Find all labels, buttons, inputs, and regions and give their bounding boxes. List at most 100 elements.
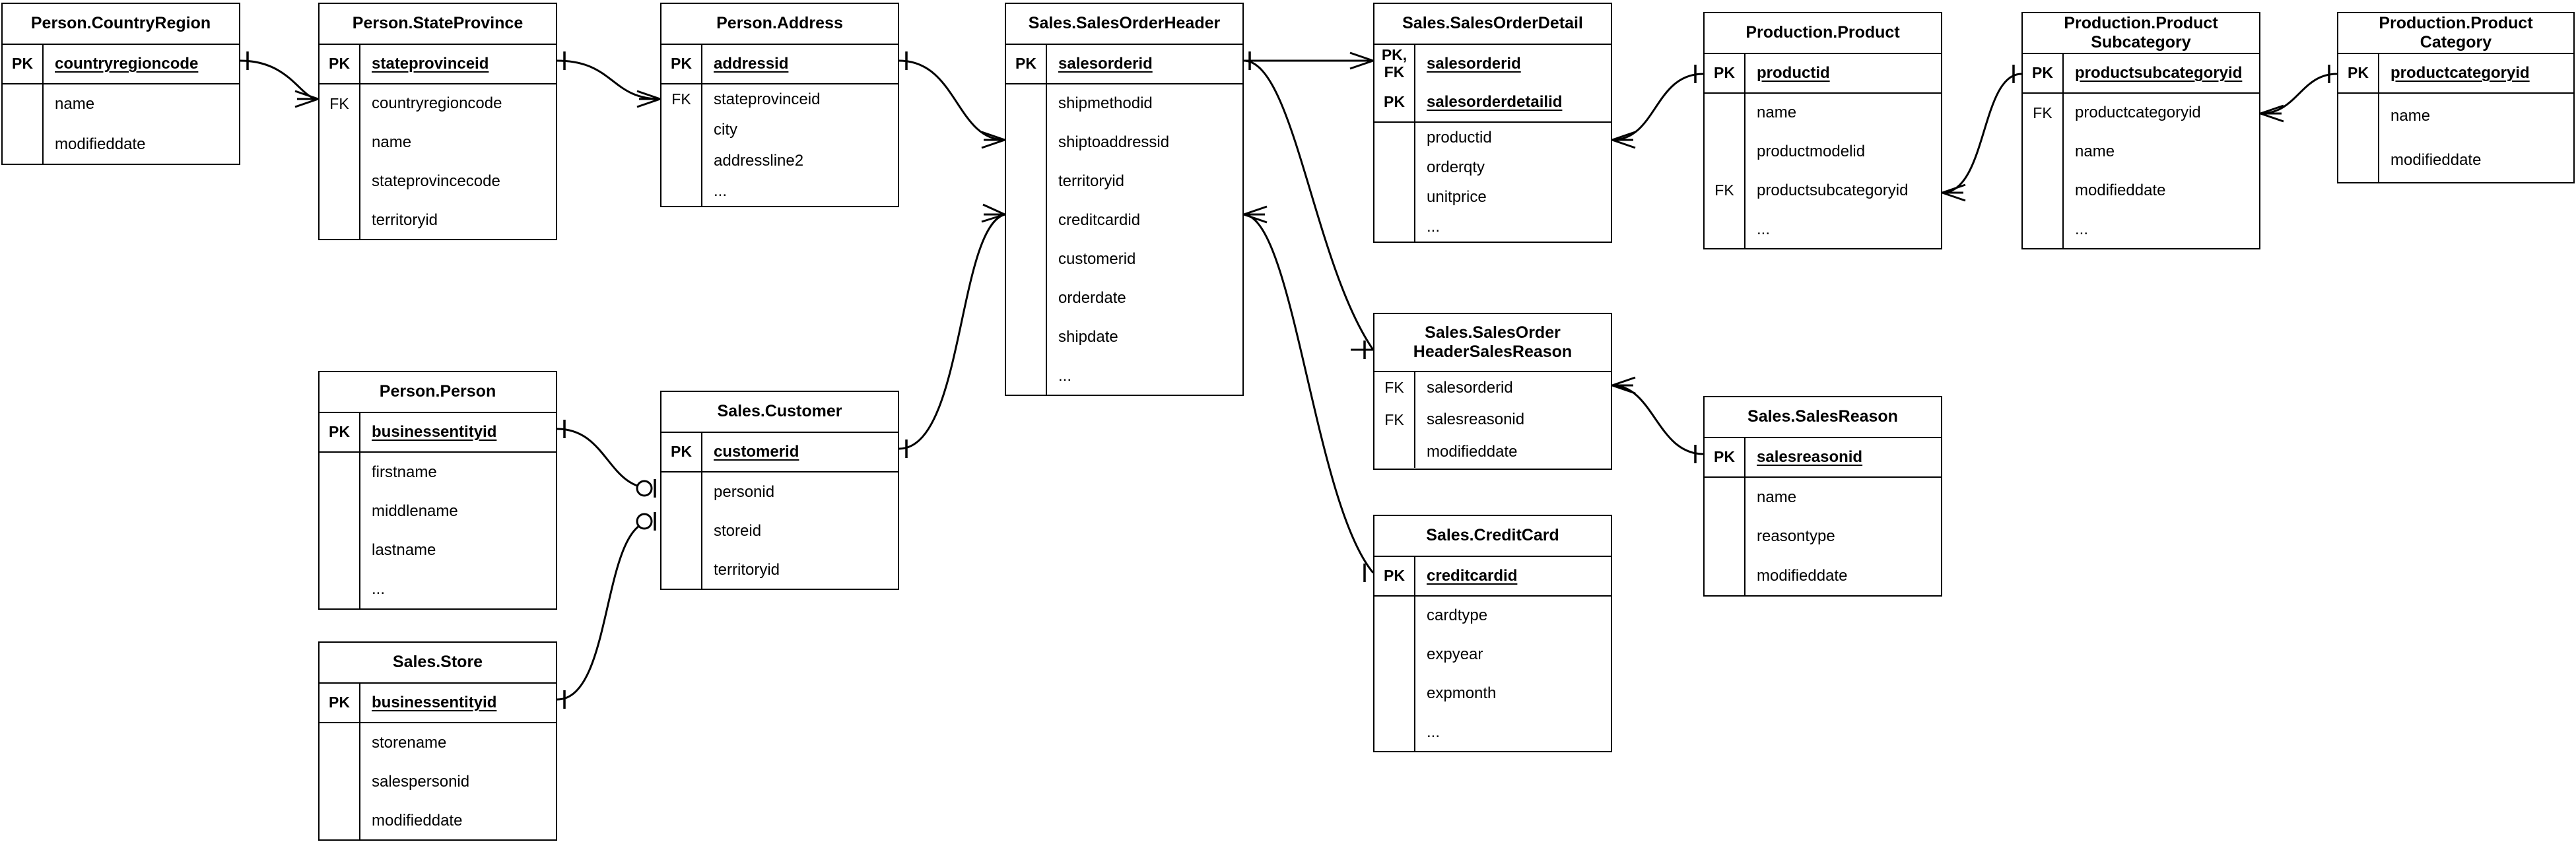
entity-title: Sales.SalesReason	[1705, 397, 1941, 438]
entity-title: Production.Product	[1705, 13, 1941, 54]
attribute-name: territoryid	[1058, 172, 1125, 191]
key-badge	[3, 124, 44, 164]
attribute-row: city	[661, 115, 898, 146]
attribute-name: ...	[1427, 218, 1441, 236]
attribute-row: storename	[320, 723, 556, 762]
key-badge	[3, 84, 44, 125]
attribute-name: unitprice	[1427, 188, 1487, 207]
attribute-name: ...	[1058, 366, 1072, 385]
attribute-name: countryregioncode	[372, 94, 502, 113]
primary-key-name: salesorderid	[1427, 55, 1521, 73]
attribute-name: ...	[1427, 723, 1441, 741]
attribute-row: territoryid	[320, 201, 556, 240]
attribute-name: salesreasonid	[1427, 410, 1525, 429]
primary-key-name: stateprovinceid	[372, 55, 489, 73]
attribute-name: territoryid	[372, 211, 438, 229]
attribute-row: territoryid	[1006, 162, 1242, 201]
primary-key-name: salesreasonid	[1757, 448, 1863, 466]
key-badge	[320, 492, 360, 531]
key-badge	[320, 201, 360, 240]
connector-store-customer	[557, 512, 656, 709]
key-badge	[661, 550, 702, 589]
key-badge	[2338, 94, 2379, 139]
key-badge	[320, 453, 360, 492]
attribute-name: stateprovinceid	[714, 90, 821, 109]
attribute-row: unitprice	[1374, 182, 1611, 212]
key-badge: FK	[1374, 372, 1415, 405]
entity-title: Sales.Store	[320, 643, 556, 684]
attribute-row: name	[2338, 94, 2573, 139]
connector-customer-salesorderheader	[898, 203, 1005, 458]
key-badge	[1006, 356, 1047, 395]
connector-person-customer	[557, 420, 656, 498]
key-badge	[1374, 436, 1415, 468]
attribute-name: name	[55, 95, 95, 114]
key-badge	[1006, 278, 1047, 318]
key-badge	[320, 801, 360, 840]
key-badge	[1374, 635, 1415, 674]
attribute-name: modifieddate	[2390, 151, 2482, 170]
key-badge: PK	[661, 45, 702, 83]
key-badge: FK	[2023, 94, 2064, 133]
attribute-section: storename salespersonid modifieddate	[320, 723, 556, 840]
attribute-row: productid	[1374, 123, 1611, 153]
attribute-name: stateprovincecode	[372, 172, 500, 190]
key-badge	[2023, 171, 2064, 211]
attribute-row: shipmethodid	[1006, 84, 1242, 123]
attribute-name: modifieddate	[1427, 442, 1518, 461]
key-badge	[1006, 317, 1047, 357]
attribute-row: ...	[1374, 212, 1611, 242]
key-badge: FK	[320, 84, 360, 123]
attribute-name: modifieddate	[372, 811, 463, 830]
attribute-row: territoryid	[661, 550, 898, 589]
entity-title: Sales.CreditCard	[1374, 516, 1611, 557]
attribute-name: storeid	[714, 521, 762, 540]
key-badge	[320, 531, 360, 570]
attribute-row: ...	[661, 176, 898, 207]
attribute-row: salespersonid	[320, 762, 556, 801]
attribute-row: ...	[1705, 210, 1941, 249]
key-badge	[661, 145, 702, 176]
attribute-name: storename	[372, 733, 447, 752]
connector-countryregion-stateprovince	[240, 51, 319, 108]
attribute-name: personid	[714, 482, 775, 501]
attribute-name: ...	[372, 580, 386, 599]
connector-salesorderheader-creditcard	[1243, 205, 1374, 582]
attribute-section: personid storeid territoryid	[661, 472, 898, 589]
key-badge: PK, FK	[1374, 45, 1415, 83]
attribute-name: creditcardid	[1058, 211, 1141, 230]
attribute-row: reasontype	[1705, 517, 1941, 557]
